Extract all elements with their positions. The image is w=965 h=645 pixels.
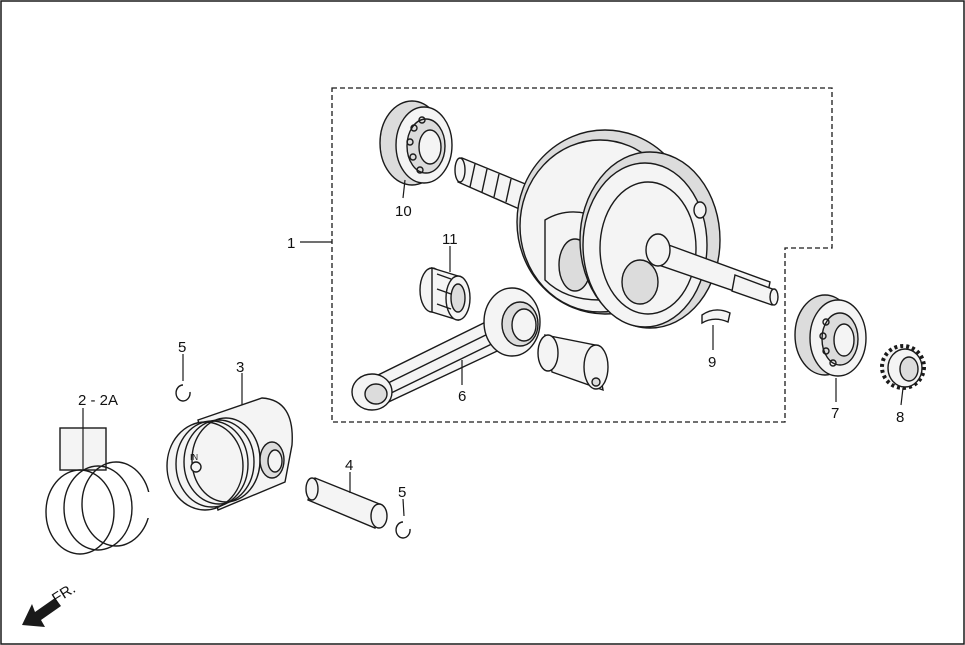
label-clip-lower: 5 [398, 484, 406, 501]
needle-bearing [419, 267, 471, 321]
piston-rings [45, 427, 152, 555]
piston-in-mark: IN [190, 453, 198, 462]
crank-pin [537, 334, 609, 392]
connecting-rod [351, 287, 541, 411]
leader-lines [82, 179, 904, 517]
label-crankshaft-assembly: 1 [287, 235, 295, 252]
piston-pin [305, 477, 388, 529]
woodruff-key [701, 309, 731, 325]
label-bearing-left: 10 [395, 203, 412, 220]
label-timing-gear: 8 [896, 409, 904, 426]
label-needle-bearing: 11 [442, 231, 458, 248]
label-piston: 3 [236, 359, 244, 376]
label-woodruff-key: 9 [708, 354, 716, 371]
bearing-right [794, 294, 867, 377]
crankshaft [454, 129, 779, 329]
timing-gear [880, 344, 926, 390]
label-connecting-rod: 6 [458, 388, 466, 405]
assembly-boundary [331, 87, 833, 423]
label-bearing-right: 7 [831, 405, 839, 422]
label-clip-upper: 5 [178, 339, 186, 356]
clip-lower [395, 521, 411, 539]
clip-upper [175, 384, 191, 402]
bearing-left [379, 100, 453, 186]
piston [166, 397, 293, 511]
front-arrow-icon [22, 598, 61, 627]
label-piston-ring-set: 2 - 2A [78, 392, 118, 409]
label-piston-pin: 4 [345, 457, 353, 474]
